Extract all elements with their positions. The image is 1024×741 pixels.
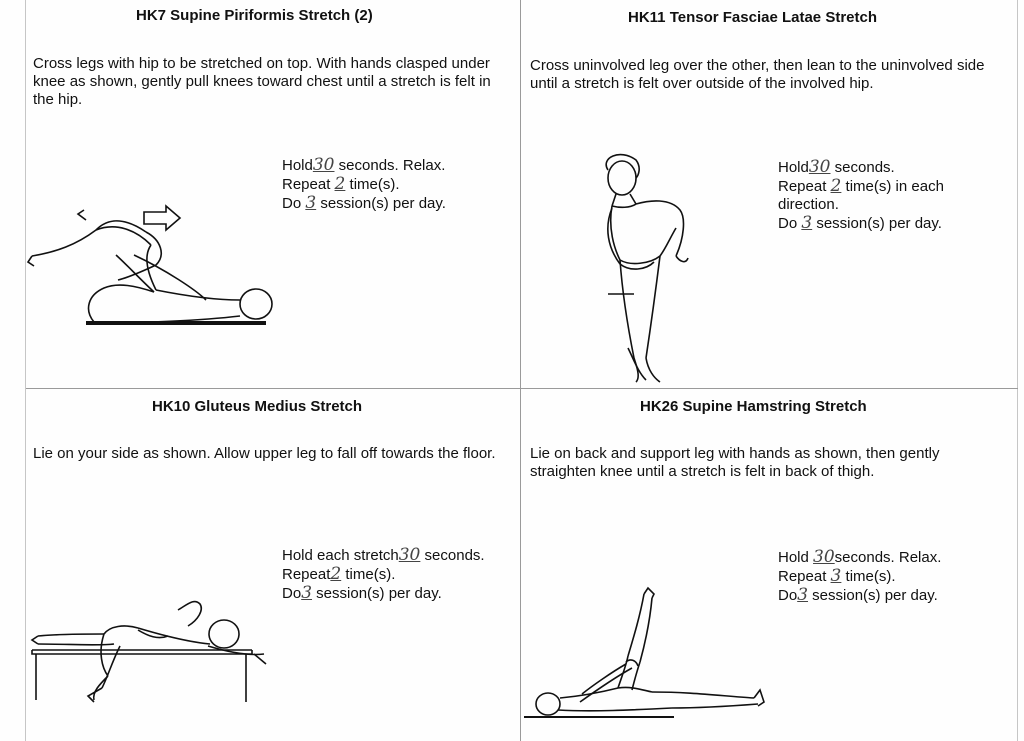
exercise-title: HK10 Gluteus Medius Stretch — [152, 398, 363, 415]
handwritten-value: 3 — [305, 193, 317, 213]
handwritten-value: 2 — [334, 174, 346, 194]
handwritten-value: 30 — [398, 545, 421, 565]
exercise-description: Cross uninvolved leg over the other, the… — [530, 57, 985, 92]
handwritten-value: 30 — [312, 155, 335, 175]
left-border — [25, 0, 26, 741]
exercise-instructions: Hold30 seconds. Repeat 2 time(s) in each… — [778, 157, 944, 233]
right-border — [1017, 0, 1018, 741]
exercise-description: Lie on your side as shown. Allow upper l… — [33, 445, 496, 462]
exercise-title: HK11 Tensor Fasciae Latae Stretch — [628, 9, 877, 26]
handwritten-value: 2 — [830, 176, 842, 196]
handwritten-value: 3 — [797, 585, 809, 605]
handwritten-value: 3 — [801, 213, 813, 233]
handwritten-value: 2 — [330, 564, 342, 584]
exercise-instructions: Hold each stretch30 seconds. Repeat2 tim… — [282, 545, 485, 603]
handwritten-value: 30 — [813, 547, 835, 567]
piriformis-stretch-illustration — [26, 204, 273, 325]
exercise-title: HK26 Supine Hamstring Stretch — [640, 398, 867, 415]
exercise-instructions: Hold30 seconds. Relax. Repeat 2 time(s).… — [282, 155, 446, 213]
horizontal-divider — [26, 388, 1018, 389]
exercise-instructions: Hold 30seconds. Relax. Repeat 3 time(s).… — [778, 547, 942, 605]
exercise-title: HK7 Supine Piriformis Stretch (2) — [136, 7, 373, 24]
handwritten-value: 3 — [301, 583, 313, 603]
handwritten-value: 30 — [808, 157, 831, 177]
exercise-description: Cross legs with hip to be stretched on t… — [33, 55, 491, 108]
tfl-stretch-illustration — [605, 153, 689, 383]
vertical-divider — [520, 0, 521, 741]
exercise-description: Lie on back and support leg with hands a… — [530, 445, 940, 480]
handwritten-value: 3 — [830, 566, 842, 586]
hamstring-stretch-illustration — [524, 586, 765, 718]
gluteus-medius-stretch-illustration — [30, 600, 267, 703]
